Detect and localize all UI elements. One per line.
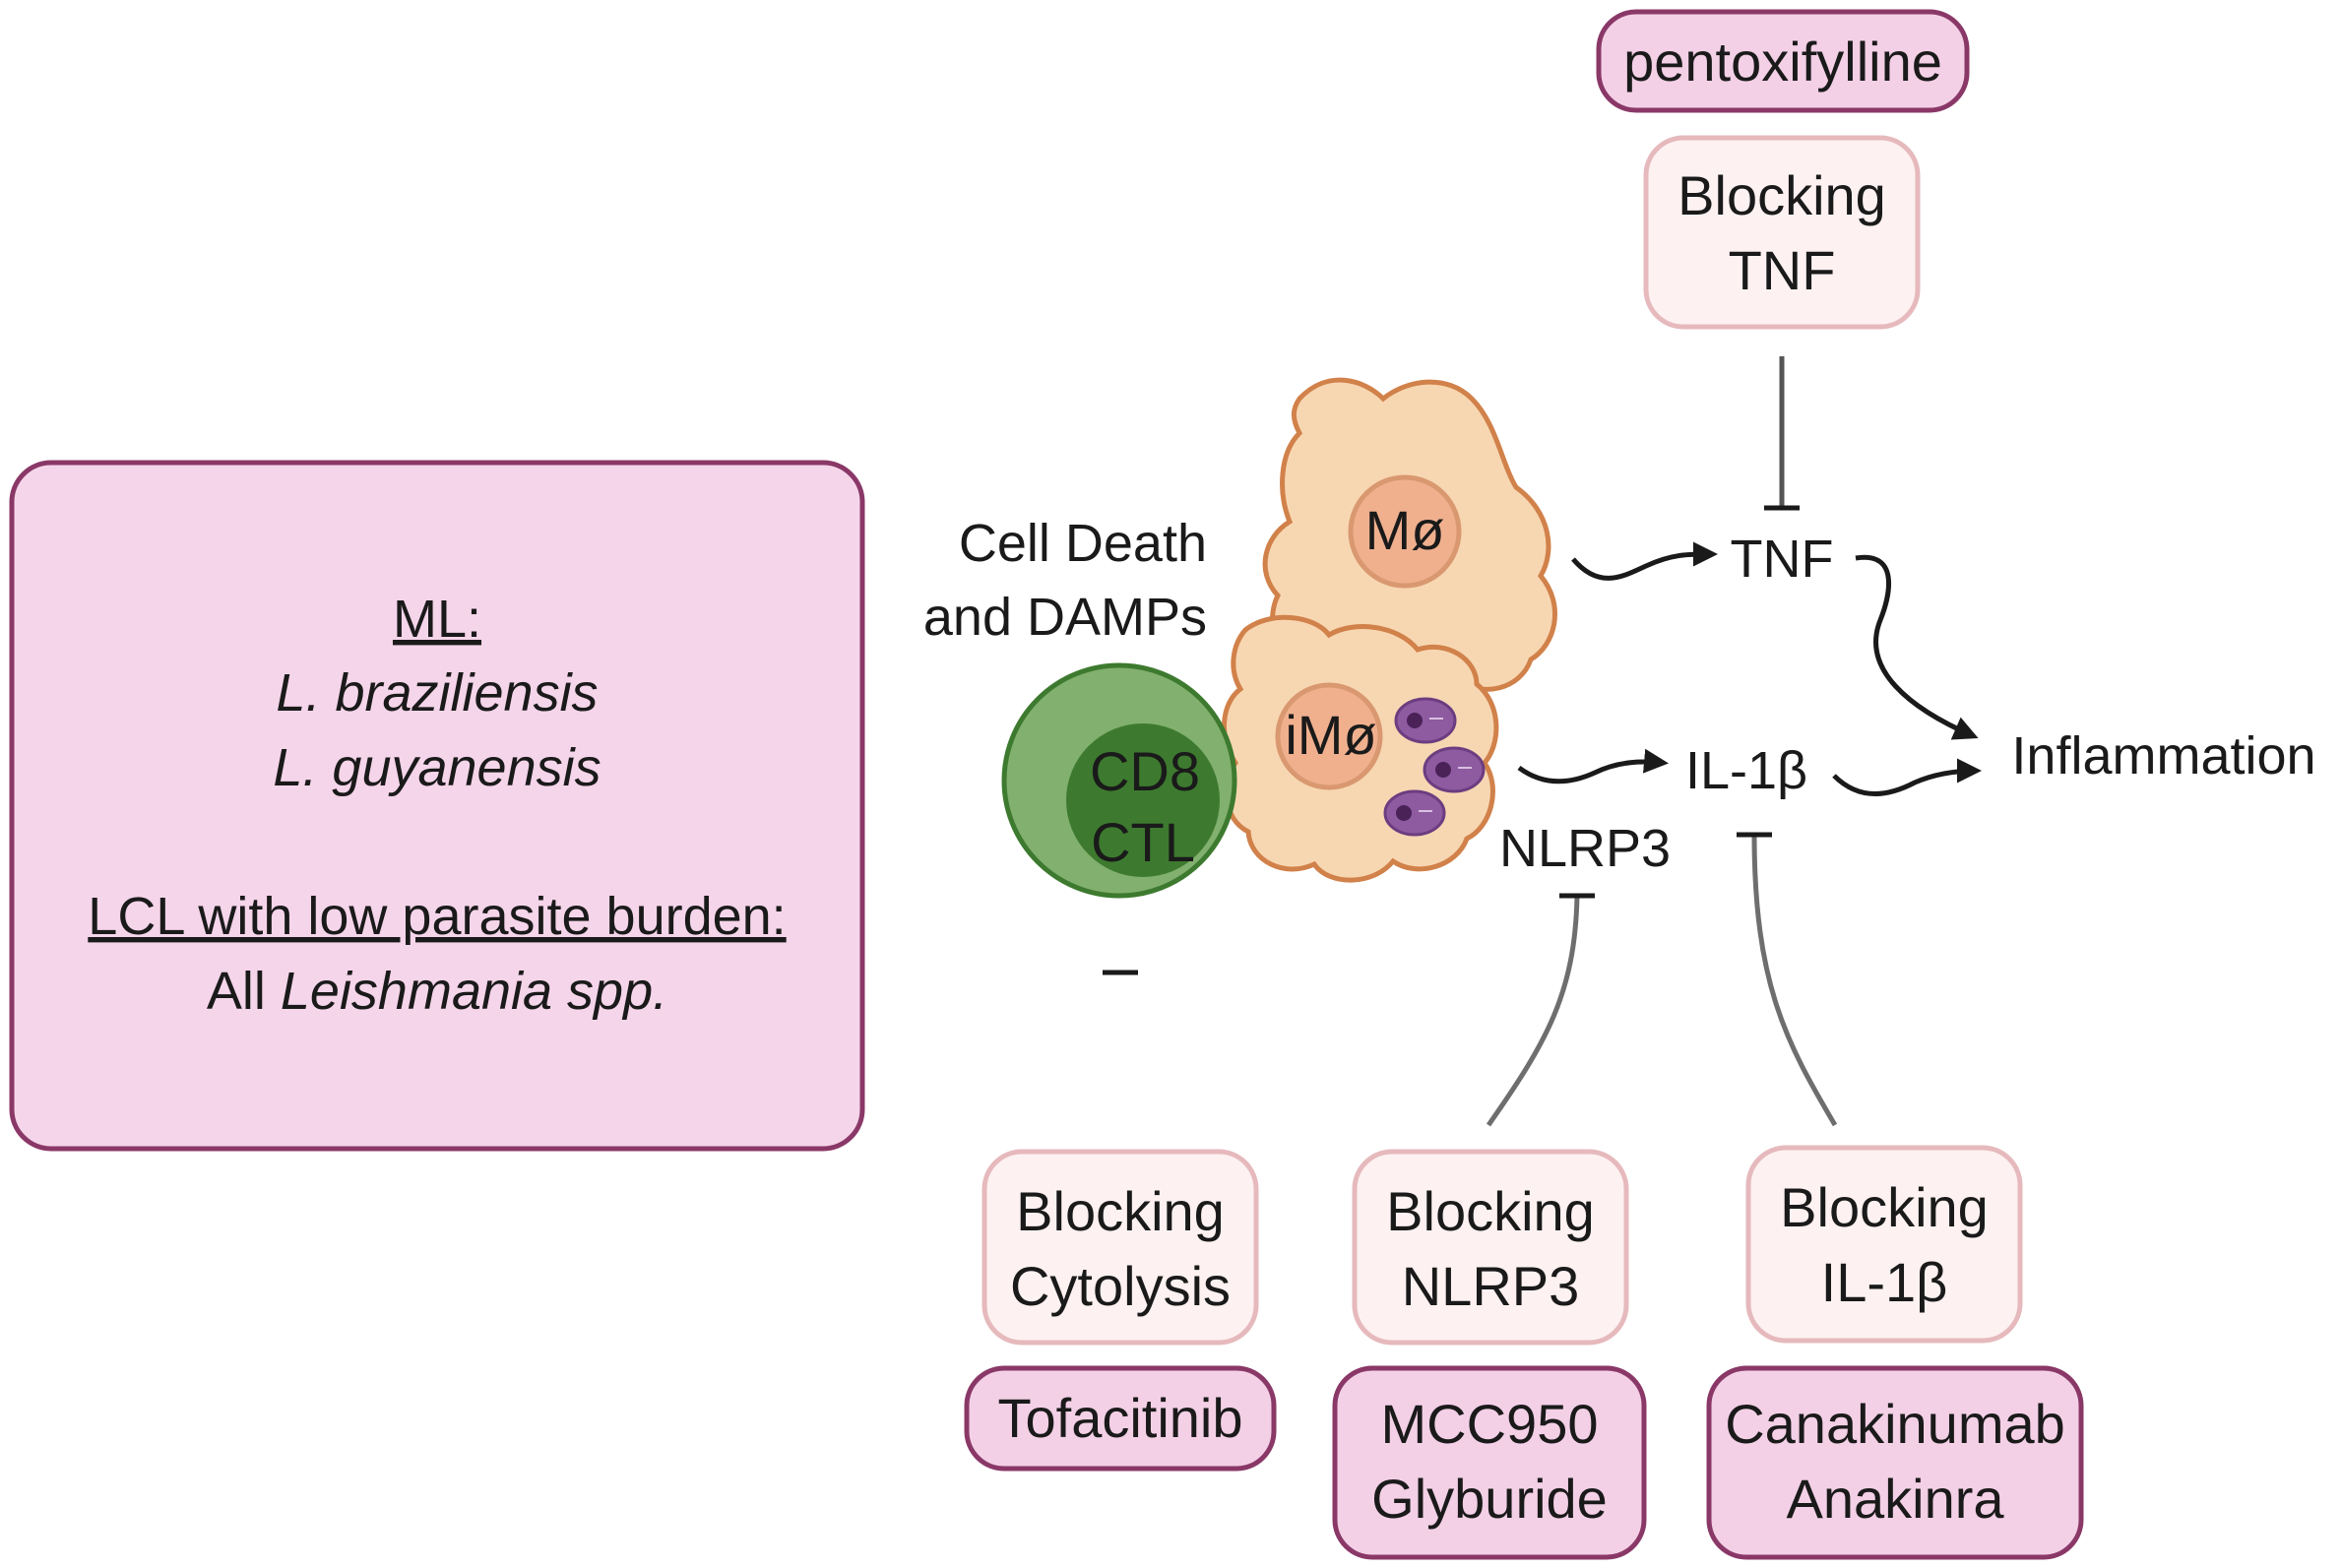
block-box-nlrp3: Blocking NLRP3 <box>1352 1149 1629 1346</box>
arrow-tnf-to-inflammation <box>1855 554 1979 740</box>
block-tnf-line1: Blocking <box>1677 164 1886 226</box>
lcl-heading: LCL with low parasite burden: <box>88 887 786 946</box>
block-cytolysis-line2: Cytolysis <box>1010 1255 1231 1317</box>
block-box-il1b: Blocking IL-1β <box>1745 1145 2023 1344</box>
drug-box-tofacitinib: Tofacitinib <box>964 1365 1277 1472</box>
il1b-label: IL-1β <box>1685 741 1807 800</box>
cd8-label-line1: CD8 <box>1090 740 1200 802</box>
block-box-cytolysis: Blocking Cytolysis <box>981 1149 1259 1346</box>
lcl-species: Leishmania spp. <box>281 962 667 1021</box>
block-nlrp3-line1: Blocking <box>1386 1180 1595 1242</box>
arrow-imacrophage-to-il1b <box>1517 748 1669 784</box>
inhibition-il1b <box>1737 832 1838 1127</box>
cell-death-label-line2: and DAMPs <box>923 588 1207 647</box>
drug-glyburide: Glyburide <box>1371 1468 1608 1530</box>
tnf-label: TNF <box>1731 530 1834 589</box>
arrow-il1b-to-inflammation <box>1832 758 1982 796</box>
block-tnf-line2: TNF <box>1729 239 1836 301</box>
block-il1b-line2: IL-1β <box>1821 1251 1948 1313</box>
arrow-macrophage-to-tnf <box>1571 541 1718 581</box>
cd8-ctl-cell: CD8 CTL <box>1001 662 1237 899</box>
leishmania-amastigote-icon <box>1423 746 1486 793</box>
infected-macrophage-nucleus <box>1275 682 1383 790</box>
drug-pentoxifylline: pentoxifylline <box>1623 31 1942 93</box>
drug-box-nlrp3-inhibitors: MCC950 Glyburide <box>1332 1365 1647 1560</box>
inhibition-nlrp3 <box>1486 893 1595 1127</box>
infected-macrophage-cell: iMø <box>1222 614 1499 883</box>
block-cytolysis-line1: Blocking <box>1016 1180 1225 1242</box>
lcl-prefix: All <box>207 962 281 1021</box>
lcl-species-line: All Leishmania spp. <box>207 962 667 1021</box>
block-il1b-line1: Blocking <box>1780 1176 1989 1238</box>
macrophage-label: Mø <box>1365 499 1445 561</box>
ml-species-guyanensis: L. guyanensis <box>273 738 601 797</box>
ml-heading: ML: <box>393 590 481 649</box>
cd8-label-line2: CTL <box>1091 811 1195 873</box>
infected-macrophage-label: iMø <box>1285 704 1376 766</box>
inflammation-label: Inflammation <box>2011 726 2315 785</box>
cell-death-label-line1: Cell Death <box>959 514 1207 573</box>
macrophage-nucleus <box>1348 474 1462 589</box>
cd8-nucleus <box>1066 723 1220 877</box>
drug-box-il1b-inhibitors: Canakinumab Anakinra <box>1706 1365 2084 1560</box>
leishmania-amastigote-icon <box>1394 697 1457 744</box>
inhibition-cytolysis <box>1103 970 1138 1122</box>
drug-canakinumab: Canakinumab <box>1725 1393 2065 1455</box>
block-box-tnf: Blocking TNF <box>1643 135 1921 330</box>
block-nlrp3-line2: NLRP3 <box>1402 1255 1580 1317</box>
drug-mcc950: MCC950 <box>1381 1393 1599 1455</box>
drug-box-pentoxifylline: pentoxifylline <box>1596 9 1970 113</box>
drug-tofacitinib: Tofacitinib <box>997 1387 1242 1449</box>
ml-species-braziliensis: L. braziliensis <box>276 663 598 722</box>
leishmania-amastigote-icon <box>1383 789 1446 837</box>
nlrp3-label: NLRP3 <box>1499 819 1671 878</box>
drug-anakinra: Anakinra <box>1786 1468 2004 1530</box>
inhibition-tnf <box>1764 356 1800 511</box>
info-box: ML: L. braziliensis L. guyanensis LCL wi… <box>9 460 865 1152</box>
